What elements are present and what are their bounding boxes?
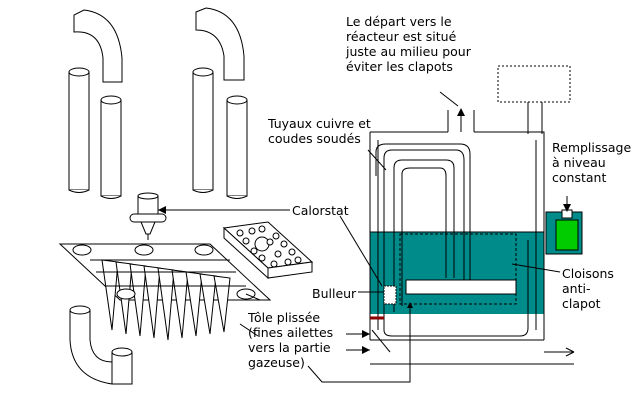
label-depart: Le départ vers le réacteur est situé jus… — [346, 14, 471, 74]
pipe-straight — [226, 95, 248, 199]
calorstat-part — [129, 192, 167, 240]
label-calorstat: Calorstat — [292, 203, 349, 218]
label-tole: Tôle plissée (fines ailettes vers la par… — [248, 310, 334, 370]
pipe-straight — [192, 67, 214, 193]
pipe-straight — [68, 67, 90, 193]
leader-lines — [239, 91, 561, 383]
label-cloisons: Cloisons anti- clapot — [562, 266, 614, 311]
pipe-elbow — [195, 7, 245, 81]
bubbler — [383, 285, 397, 305]
label-tuyaux: Tuyaux cuivre et coudes soudés — [268, 116, 371, 146]
water-level — [370, 232, 544, 314]
float-green — [555, 219, 579, 251]
coil-tube — [375, 143, 529, 337]
tank — [346, 65, 583, 365]
copper-pipes-group — [68, 7, 248, 385]
label-bulleur: Bulleur — [312, 286, 357, 301]
pleated-fin-plate — [58, 243, 272, 341]
anti-splash-baffles — [399, 233, 517, 305]
label-remplissage: Remplissage à niveau constant — [552, 140, 632, 185]
pipe-elbow — [73, 9, 123, 83]
perforated-block — [222, 221, 314, 280]
reactor-outlet-box — [497, 65, 571, 103]
pipe-straight — [100, 95, 122, 199]
pipe-elbow — [69, 309, 113, 385]
